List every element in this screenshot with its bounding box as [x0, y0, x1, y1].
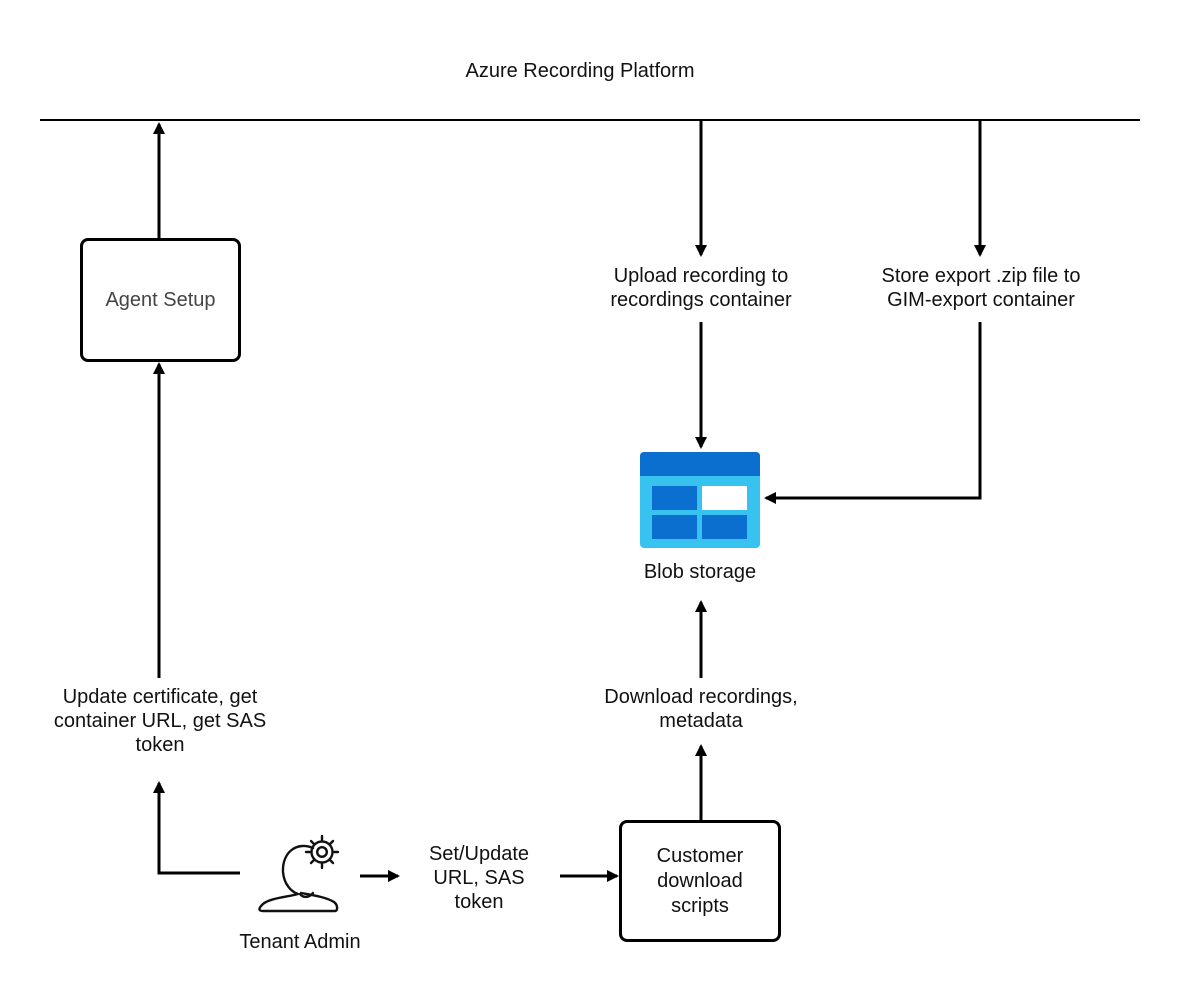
upload-recording-label: Upload recording to recordings container [610, 265, 792, 311]
blob-storage-label: Blob storage [643, 561, 757, 583]
edge-admin-to-update [153, 781, 240, 875]
customer-scripts-label: Customer download scripts [656, 844, 744, 917]
set-update-label: Set/Update URL, SAS token [428, 843, 530, 913]
update-certificate-label: Update certificate, get container URL, g… [53, 686, 267, 756]
tenant-admin-label: Tenant Admin [239, 931, 361, 953]
customer-scripts-node: Customer download scripts [619, 820, 781, 942]
blob-storage-icon [640, 452, 760, 548]
store-export-label: Store export .zip file to GIM-export con… [881, 265, 1081, 311]
platform-title: Azure Recording Platform [465, 60, 695, 82]
admin-person-gear-icon [258, 834, 340, 913]
download-recordings-label: Download recordings, metadata [604, 686, 798, 732]
agent-setup-label: Agent Setup [105, 288, 216, 311]
agent-setup-node: Agent Setup [80, 238, 241, 362]
edge-store-to-blob [764, 322, 982, 504]
